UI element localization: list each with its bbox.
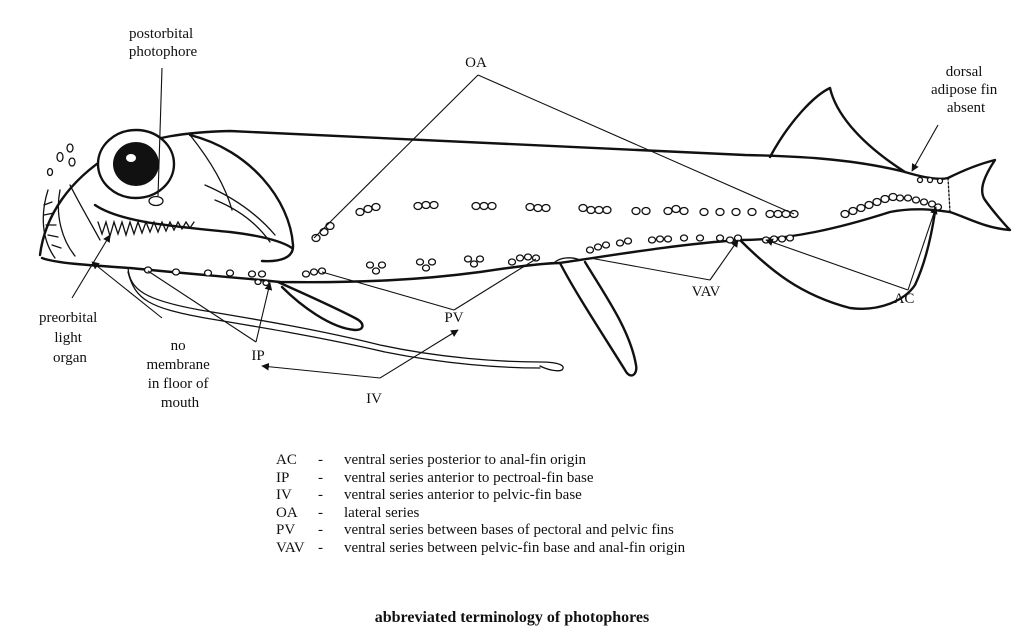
legend-abbr: IP (276, 469, 290, 486)
diagram-labels: postorbital photophore OA dorsal adipose… (39, 26, 1001, 411)
legend-abbr: IV (276, 487, 292, 503)
legend-description: lateral series (344, 504, 420, 521)
legend: AC - ventral series posterior to anal-fi… (276, 452, 685, 557)
legend-row: OA - lateral series (276, 505, 685, 523)
photophores-lateral-oa (311, 176, 944, 243)
head-spots (46, 143, 76, 177)
label-ip: IP (251, 348, 264, 364)
legend-abbr: VAV (276, 539, 305, 556)
legend-row: AC - ventral series posterior to anal-fi… (276, 452, 685, 470)
label-vav: VAV (692, 284, 721, 300)
caption: abbreviated terminology of photophores (374, 609, 650, 626)
label-ac: AC (894, 291, 915, 307)
legend-description: ventral series between pelvic-fin base a… (344, 539, 686, 556)
label-postorbital: postorbital photophore (129, 26, 198, 60)
legend-abbr: AC (276, 452, 297, 468)
legend-abbr: PV (276, 522, 296, 538)
leader-lines (71, 67, 939, 379)
label-oa: OA (465, 55, 487, 71)
label-no-membrane: no membrane in floor of mouth (146, 338, 213, 411)
label-pv: PV (444, 310, 463, 326)
eye-icon (96, 128, 176, 200)
legend-row: IP - ventral series anterior to pectroal… (276, 470, 685, 488)
label-dorsal-adipose: dorsal adipose fin absent (931, 64, 1001, 116)
legend-dash: - (318, 522, 323, 538)
legend-dash: - (318, 504, 323, 521)
legend-dash: - (318, 452, 323, 468)
legend-abbr: OA (276, 504, 298, 521)
fins (276, 86, 1012, 377)
label-preorbital: preorbital light organ (39, 310, 101, 366)
legend-dash: - (318, 469, 323, 486)
legend-dash: - (318, 539, 323, 556)
legend-description: ventral series between bases of pectoral… (344, 522, 674, 538)
jaw-and-teeth (42, 184, 294, 259)
legend-description: ventral series posterior to anal-fin ori… (344, 452, 587, 468)
legend-description: ventral series anterior to pectroal-fin … (344, 469, 594, 486)
legend-description: ventral series anterior to pelvic-fin ba… (344, 487, 582, 503)
legend-row: PV - ventral series between bases of pec… (276, 522, 685, 540)
postorbital-photophore-icon (148, 195, 164, 207)
label-iv: IV (366, 391, 382, 407)
legend-dash: - (318, 487, 323, 503)
legend-row: VAV - ventral series between pelvic-fin … (276, 540, 685, 558)
chin-barbel (127, 267, 564, 372)
legend-row: IV - ventral series anterior to pelvic-f… (276, 487, 685, 505)
